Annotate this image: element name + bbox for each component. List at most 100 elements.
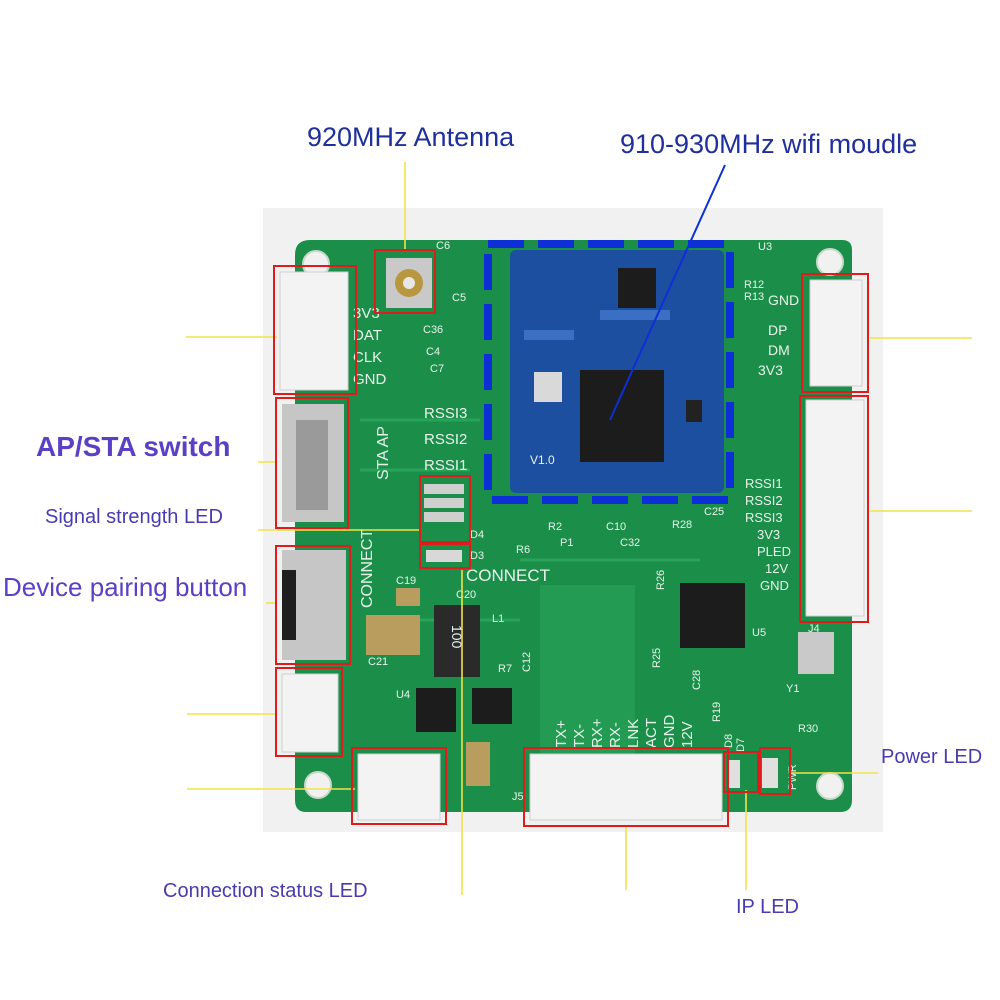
highlight-boxes [273,249,869,827]
silk-ref-9: D4 [470,529,484,541]
silk-right-long-5: 12V [765,561,788,576]
silk-right-long-1: RSSI2 [745,493,783,508]
silk-ref-27: C28 [691,670,703,690]
silk-ref-16: C25 [704,506,724,518]
box-ip-led [723,751,759,793]
silk-ref-26: R25 [651,648,663,668]
components [366,484,834,788]
silk-ref-14: C32 [620,537,640,549]
silk-right-long-4: PLED [757,544,791,559]
silkscreen: 3V3 DAT CLK GND GND DP DM 3V3 RSSI1 RSSI… [353,240,820,803]
silk-right-top-1: DP [768,322,787,338]
silk-rssi-0: RSSI3 [424,405,467,422]
silk-ref-15: R28 [672,519,692,531]
silk-bottom-1: TX- [571,724,588,748]
box-right-top [801,273,869,393]
silk-left-header-0: 3V3 [353,305,380,322]
silk-ref-29: R30 [798,723,818,735]
silk-ref-34: J4 [808,623,820,635]
silk-bottom-0: TX+ [553,720,570,748]
silk-right-long-3: 3V3 [757,527,780,542]
antenna-connector [386,258,432,308]
silk-bottom-6: GND [661,715,678,749]
ap-sta-switch-component [282,404,344,522]
silk-left-header-3: GND [353,371,387,388]
silk-left-header-1: DAT [353,327,382,344]
silk-ref-3: C4 [426,346,440,358]
box-switch [275,397,349,529]
label-connection-led: Connection status LED [163,880,368,902]
pairing-button-component [282,550,346,660]
silk-bottom-4: LNK [625,719,642,748]
connectors [279,271,865,821]
silk-connect-vertical: CONNECT [359,529,376,608]
box-connection-led [419,543,471,569]
silk-ref-5: U3 [758,241,772,253]
label-ap-sta-switch: AP/STA switch [36,431,231,462]
silk-bottom-2: RX+ [589,718,606,748]
box-bottom-header [523,747,729,827]
silk-bottom-5: ACT [643,718,660,748]
label-wifi-module: 910-930MHz wifi moudle [620,129,918,159]
box-power-led [759,747,791,795]
silk-ref-25: U5 [752,627,766,639]
box-antenna [374,249,436,314]
silk-ref-6: R12 [744,279,764,291]
silk-ref-30: Y1 [786,683,799,695]
silk-bottom-7: 12V [679,721,696,748]
silk-connect: CONNECT [466,566,550,585]
silk-right-top-0: GND [768,292,799,308]
silk-ref-22: R7 [498,663,512,675]
box-signal-led [419,475,471,543]
silk-rssi-2: RSSI1 [424,457,467,474]
silk-ref-32: D7 [735,738,747,752]
silk-rssi-1: RSSI2 [424,431,467,448]
silk-ref-13: C10 [606,521,626,533]
silk-ref-1: C5 [452,292,466,304]
label-ip-led: IP LED [736,896,799,918]
silk-left-header-2: CLK [353,349,382,366]
wifi-module [510,250,724,493]
silk-inductor: 100 [449,625,465,649]
silk-ref-7: R13 [744,291,764,303]
label-pairing-button: Device pairing button [3,572,248,602]
silk-switch-side: STA AP [375,426,392,480]
silk-ref-4: C7 [430,363,444,375]
silk-right-top-2: DM [768,342,790,358]
silk-ref-12: R6 [516,544,530,556]
wifi-pointer-line [609,164,726,421]
label-power-led: Power LED [881,746,983,768]
silk-ref-0: C6 [436,240,450,252]
silk-ref-35: J5 [512,791,524,803]
silk-module-version: V1.0 [530,453,555,467]
silk-ref-10: R2 [548,521,562,533]
silk-right-top-3: 3V3 [758,362,783,378]
silk-ref-19: C20 [456,589,476,601]
silk-ref-18: C19 [396,575,416,587]
wifi-module-outline [484,240,734,504]
box-left-small [275,667,343,757]
silk-right-long-2: RSSI3 [745,510,783,525]
silk-ref-8: D3 [470,550,484,562]
silk-right-long-0: RSSI1 [745,476,783,491]
box-bottom-left [351,747,447,825]
box-left-header [273,265,357,395]
silk-ref-24: U4 [396,689,410,701]
leader-lines [186,162,972,895]
label-antenna: 920MHz Antenna [307,122,515,152]
silk-ref-11: P1 [560,537,573,549]
silk-ref-20: L1 [492,613,504,625]
box-right-long [799,395,869,623]
silk-ref-2: C36 [423,324,443,336]
silk-right-long-6: GND [760,578,789,593]
silk-ref-17: R26 [655,570,667,590]
silk-ref-31: D8 [723,734,735,748]
label-signal-led: Signal strength LED [45,506,223,528]
silk-ref-21: C21 [368,656,388,668]
silk-ref-28: R19 [711,702,723,722]
silk-ref-33: PWR [787,764,799,790]
silk-ref-23: C12 [521,652,533,672]
silk-bottom-3: RX- [607,722,624,748]
